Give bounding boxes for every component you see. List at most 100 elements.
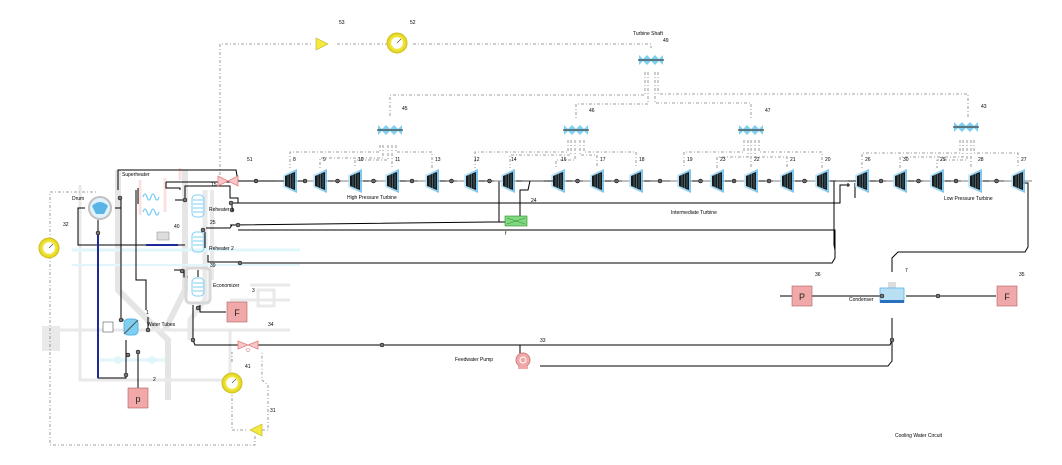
pipe-node[interactable] — [123, 372, 129, 378]
pipe-node[interactable] — [614, 178, 619, 184]
stage-id-21: 21 — [790, 157, 796, 163]
reheater-2[interactable] — [191, 231, 205, 253]
pipe-node[interactable] — [117, 195, 123, 201]
shaft-ip1-coupler[interactable] — [563, 125, 589, 135]
pipe-node[interactable] — [487, 178, 492, 184]
pipe-node[interactable] — [371, 178, 376, 184]
pipe-node[interactable] — [766, 178, 772, 184]
pipe-node[interactable] — [200, 227, 206, 233]
pipe-node[interactable] — [125, 352, 131, 358]
turbine-stage-12[interactable] — [464, 169, 478, 193]
turbine-stage-14[interactable] — [501, 169, 515, 193]
turbine-stage-19[interactable] — [677, 169, 691, 193]
pipe-node[interactable] — [190, 337, 196, 343]
id-reheat-port-39: 39 — [210, 263, 216, 269]
turbine-stage-16[interactable] — [551, 169, 565, 193]
turbine-stage-13[interactable] — [425, 169, 439, 193]
pipe-node[interactable] — [889, 337, 895, 343]
superheater[interactable] — [142, 193, 160, 216]
pipe-node[interactable] — [409, 178, 415, 184]
turbine-stage-11[interactable] — [385, 169, 399, 193]
pipe-node[interactable] — [195, 305, 201, 311]
pipe-node[interactable] — [118, 317, 124, 323]
condenser[interactable] — [879, 282, 905, 303]
pipe-node[interactable] — [228, 200, 234, 206]
pipe-node[interactable] — [698, 178, 703, 184]
id-shaft-main: 49 — [663, 38, 669, 44]
turbine-stage-20[interactable] — [815, 169, 829, 193]
pipe-node[interactable] — [182, 197, 188, 203]
pressure-sink-2[interactable]: p — [127, 387, 149, 409]
stage-id-30: 30 — [903, 157, 909, 163]
turbine-stage-8[interactable] — [283, 169, 297, 193]
pipe-node[interactable] — [879, 293, 885, 299]
label-lp-turbine: Low Pressure Turbine — [944, 196, 993, 202]
pipe-node[interactable] — [302, 178, 308, 184]
pipe-node[interactable] — [916, 178, 921, 184]
id-block-35: 35 — [1019, 272, 1025, 278]
block-40[interactable] — [156, 231, 170, 241]
pipe-node[interactable] — [229, 207, 235, 213]
reheater-1[interactable] — [191, 194, 205, 218]
shaft-ip2-coupler[interactable] — [738, 125, 764, 135]
gain-53[interactable] — [315, 37, 329, 51]
turbine-stage-10[interactable] — [348, 169, 362, 193]
gain-31[interactable] — [249, 423, 263, 437]
pipe-node[interactable] — [449, 178, 454, 184]
pipe-node[interactable] — [379, 342, 385, 348]
turbine-stage-30[interactable] — [893, 169, 907, 193]
id-pump-33: 33 — [540, 338, 546, 344]
pipe-node[interactable] — [135, 349, 141, 355]
pipe-node[interactable] — [731, 178, 737, 184]
turbine-stage-17[interactable] — [590, 169, 604, 193]
label-ip-turbine: Intermediate Turbine — [671, 210, 717, 216]
heat-exchanger-24[interactable] — [504, 215, 528, 227]
label-turbine-shaft: Turbine Shaft — [633, 31, 663, 37]
pipe-node[interactable] — [878, 178, 884, 184]
sensor-52[interactable] — [386, 32, 408, 54]
shaft-hp-coupler[interactable] — [377, 125, 403, 135]
label-water-tubes: Water Tubes — [147, 322, 176, 328]
economizer[interactable] — [184, 266, 212, 305]
feedwater-pump[interactable] — [515, 352, 531, 369]
pipe-node[interactable] — [802, 178, 807, 184]
pipe-node[interactable] — [235, 222, 241, 228]
water-tubes[interactable] — [102, 318, 139, 336]
pipe-node[interactable] — [994, 178, 999, 184]
pipe-node[interactable] — [237, 260, 243, 266]
turbine-stage-18[interactable] — [629, 169, 643, 193]
id-condenser: 7 — [905, 268, 908, 274]
pipe-node[interactable] — [935, 293, 941, 299]
pipe-node[interactable] — [179, 268, 185, 274]
turbine-stage-26[interactable] — [855, 169, 869, 193]
pipe-node[interactable] — [95, 230, 101, 236]
main-steam-valve[interactable] — [217, 175, 239, 187]
label-hp-turbine: High Pressure Turbine — [347, 195, 397, 201]
turbine-stage-28[interactable] — [968, 169, 982, 193]
turbine-stage-22[interactable] — [744, 169, 758, 193]
pipe-node[interactable] — [575, 178, 580, 184]
turbine-stage-27[interactable] — [1011, 169, 1025, 193]
stage-id-11: 11 — [395, 157, 401, 163]
turbine-stage-9[interactable] — [313, 169, 327, 193]
pipe-node[interactable] — [657, 178, 663, 184]
valve-41[interactable] — [237, 340, 259, 352]
pressure-source-36[interactable]: P — [791, 285, 813, 307]
turbine-stage-21[interactable] — [780, 169, 794, 193]
stage-id-26: 26 — [865, 157, 871, 163]
turbine-stage-23[interactable] — [710, 169, 724, 193]
pipe-node[interactable] — [953, 178, 959, 184]
sensor-41[interactable] — [221, 372, 243, 394]
shafts — [377, 55, 979, 135]
sensor-32[interactable] — [38, 237, 60, 259]
id-block-40: 40 — [174, 224, 180, 230]
pipe-node[interactable] — [253, 178, 259, 184]
flow-source-35[interactable]: F — [996, 285, 1018, 307]
pipe-node[interactable] — [145, 327, 151, 333]
shaft-main-coupler[interactable] — [638, 55, 664, 65]
shaft-lp-coupler[interactable] — [953, 122, 979, 132]
flow-source-3[interactable]: F — [226, 301, 248, 323]
turbine-stage-29[interactable] — [930, 169, 944, 193]
pipe-node[interactable] — [335, 178, 340, 184]
drum[interactable] — [88, 196, 112, 220]
